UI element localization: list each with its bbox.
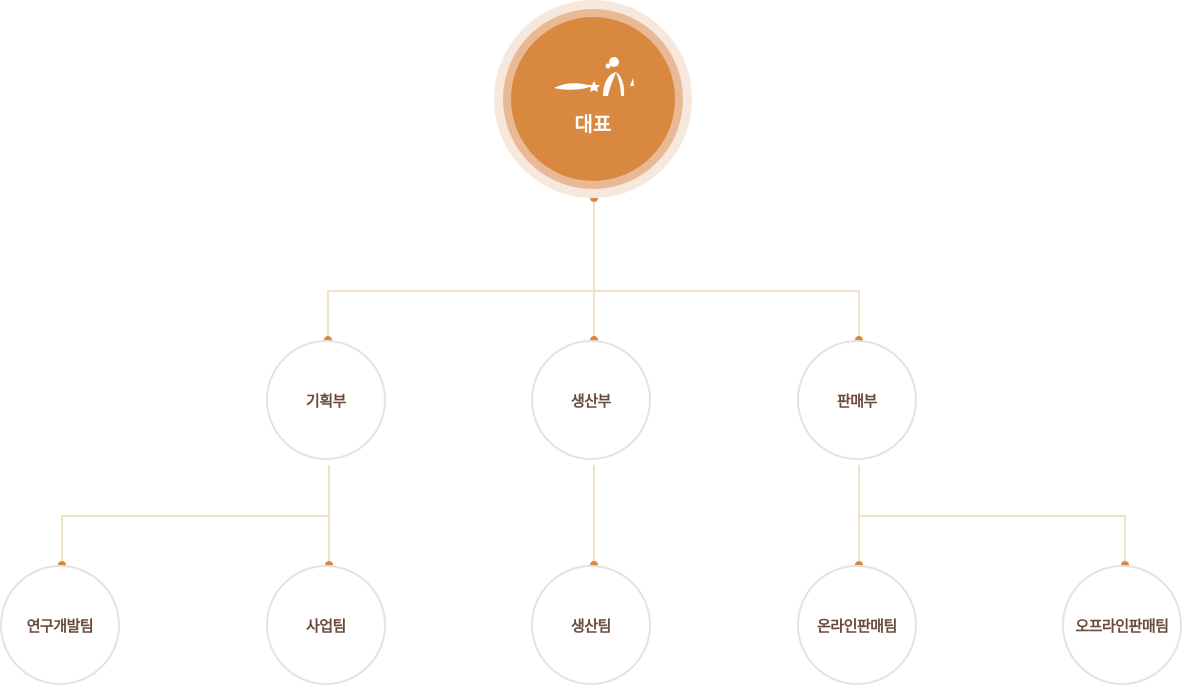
department-node-sales[interactable]: 판매부: [797, 340, 917, 460]
department-label: 기획부: [306, 391, 346, 410]
connector-sales-branch: [859, 515, 1126, 565]
team-node-rnd[interactable]: 연구개발팀: [0, 565, 120, 685]
team-label: 온라인판매팀: [817, 616, 897, 635]
team-label: 연구개발팀: [26, 616, 94, 635]
team-node-production[interactable]: 생산팀: [531, 565, 651, 685]
connector-department-bar: [327, 290, 860, 340]
brand-logo-icon: [554, 56, 634, 96]
connector-planning-branch: [61, 515, 329, 565]
department-node-production[interactable]: 생산부: [531, 340, 651, 460]
department-label: 생산부: [571, 391, 611, 410]
team-label: 생산팀: [571, 616, 611, 635]
team-node-online-sales[interactable]: 온라인판매팀: [797, 565, 917, 685]
team-label: 오프라인판매팀: [1075, 616, 1169, 635]
department-node-planning[interactable]: 기획부: [266, 340, 386, 460]
team-label: 사업팀: [306, 616, 346, 635]
team-node-offline-sales[interactable]: 오프라인판매팀: [1062, 565, 1182, 685]
root-node[interactable]: 대표: [511, 17, 675, 181]
team-node-business[interactable]: 사업팀: [266, 565, 386, 685]
department-label: 판매부: [837, 391, 877, 410]
root-label: 대표: [574, 111, 612, 136]
